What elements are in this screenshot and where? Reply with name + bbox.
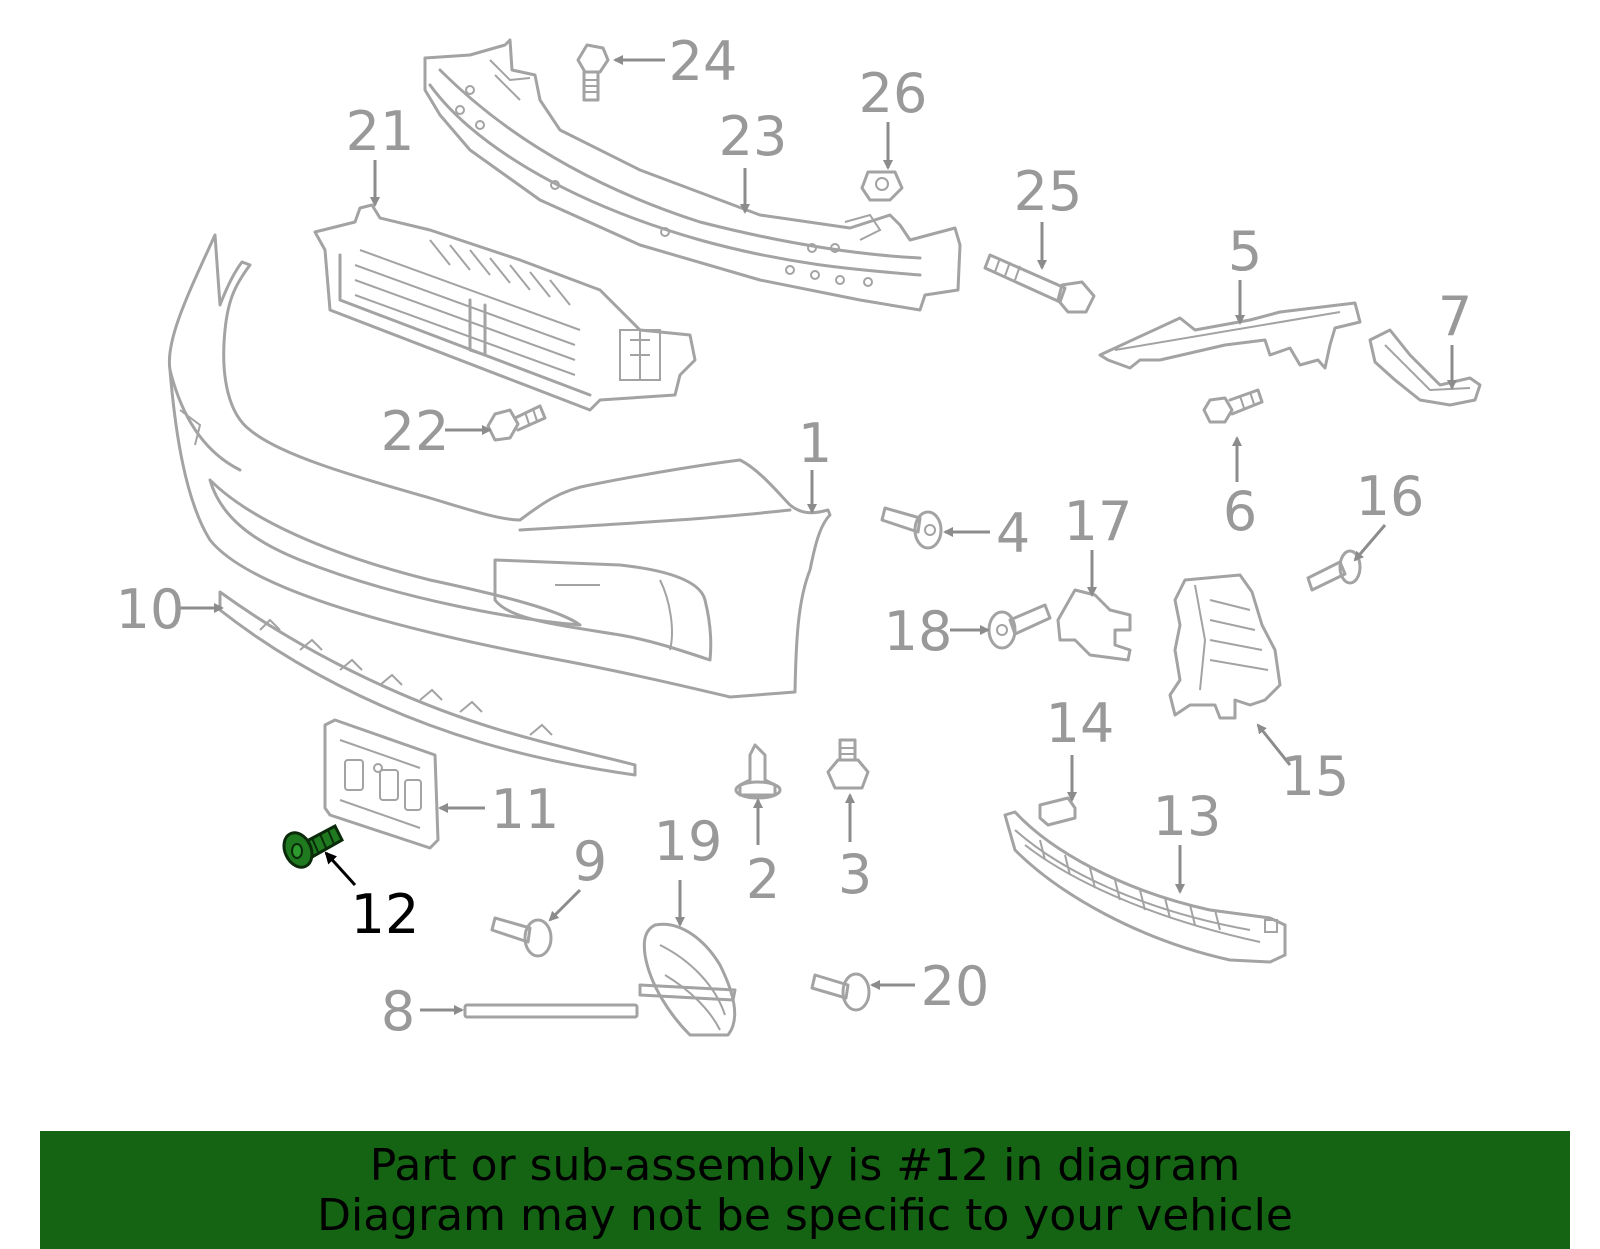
bezel-19-part <box>638 922 737 1037</box>
screw-18-part <box>987 603 1052 650</box>
bolt-25-part <box>983 253 1096 314</box>
callout-25: 25 <box>1014 160 1083 223</box>
screw-16-part <box>1306 549 1362 592</box>
air-guide-part <box>313 203 697 412</box>
callout-8: 8 <box>381 980 415 1043</box>
clip-14-part <box>1038 796 1077 827</box>
callout-4: 4 <box>996 502 1030 565</box>
license-bracket-11-part <box>323 718 440 850</box>
callout-labels: 1 2 3 4 5 6 7 8 9 10 11 12 13 14 15 16 1… <box>116 30 1473 1043</box>
callout-23: 23 <box>719 105 788 168</box>
arrow-9 <box>548 888 582 922</box>
callout-7: 7 <box>1438 285 1472 348</box>
callout-21: 21 <box>346 100 415 163</box>
splash-guard-15-part <box>1168 573 1282 720</box>
banner-line-1: Part or sub-assembly is #12 in diagram <box>369 1140 1241 1191</box>
parts-diagram: 1 2 3 4 5 6 7 8 9 10 11 12 13 14 15 16 1… <box>116 30 1482 1043</box>
callout-26: 26 <box>859 62 928 125</box>
molding-8-part <box>463 1003 639 1019</box>
callout-10: 10 <box>116 578 185 641</box>
bracket-17-part <box>1056 588 1132 662</box>
arrow-12 <box>324 851 357 887</box>
callout-2: 2 <box>746 848 780 911</box>
bolt-22-part <box>486 404 547 442</box>
callout-16: 16 <box>1356 465 1425 528</box>
callout-arrows <box>180 55 1457 1015</box>
clip-2-part <box>734 743 782 800</box>
callout-20: 20 <box>921 955 990 1018</box>
bracket-5-part <box>1098 301 1362 370</box>
callout-17: 17 <box>1064 490 1133 553</box>
pin-3-part <box>826 738 870 790</box>
screw-4-part <box>880 506 943 550</box>
callout-11: 11 <box>491 778 560 841</box>
bumper-cover-part <box>167 233 832 699</box>
info-banner: Part or sub-assembly is #12 in diagram D… <box>40 1131 1570 1249</box>
callout-22: 22 <box>381 400 450 463</box>
bolt-24-part <box>576 43 610 102</box>
callout-12: 12 <box>351 883 420 946</box>
callout-18: 18 <box>884 600 953 663</box>
callout-19: 19 <box>654 810 723 873</box>
screw-12-highlighted-part <box>282 823 344 869</box>
bolt-6-part <box>1202 388 1264 424</box>
lower-grille-13-part <box>1003 810 1287 964</box>
lip-strip-10-part <box>218 590 637 777</box>
screw-9-part <box>490 916 553 958</box>
arrow-15 <box>1256 723 1292 766</box>
callout-6: 6 <box>1223 480 1257 543</box>
callout-24: 24 <box>669 30 738 93</box>
arrow-16 <box>1353 524 1387 562</box>
callout-1: 1 <box>798 412 832 475</box>
callout-15: 15 <box>1281 745 1350 808</box>
banner-line-2: Diagram may not be specific to your vehi… <box>317 1190 1293 1241</box>
callout-9: 9 <box>573 830 607 893</box>
nut-26-part <box>860 170 904 202</box>
callout-14: 14 <box>1046 692 1115 755</box>
callout-13: 13 <box>1153 785 1222 848</box>
callout-5: 5 <box>1228 220 1262 283</box>
callout-3: 3 <box>838 843 872 906</box>
reinforcement-beam-part <box>423 38 962 312</box>
screw-20-part <box>810 972 871 1012</box>
